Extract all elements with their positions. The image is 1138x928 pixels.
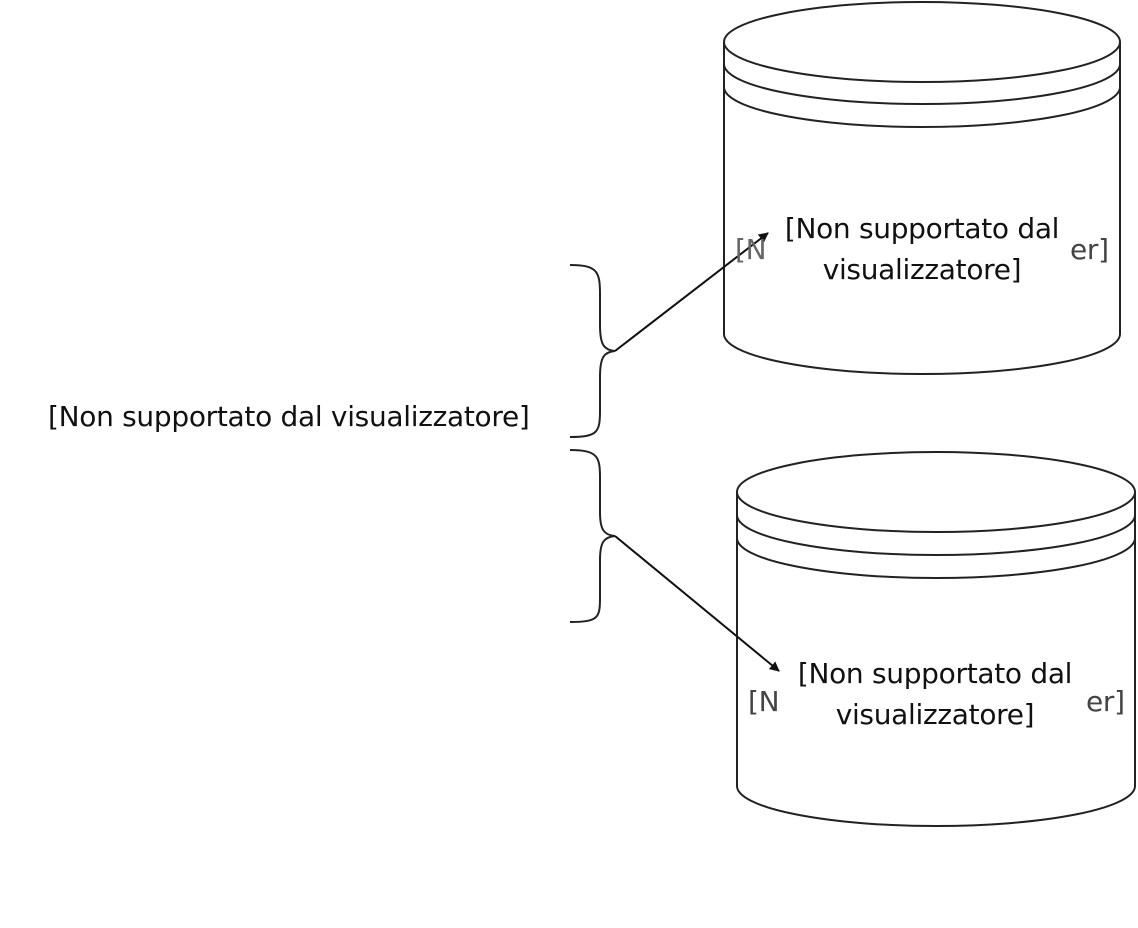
db-top-behind-left-fragment: [N [735, 233, 767, 266]
db-bottom-behind-left-fragment: [N [748, 685, 780, 718]
database-cylinder-top [723, 1, 1121, 375]
curly-brace-bottom [569, 449, 616, 623]
database-cylinder-bottom [736, 451, 1136, 827]
db-top-behind-right-fragment: er] [1070, 233, 1109, 266]
arrow-to-top-database [614, 232, 769, 352]
curly-brace-top [569, 264, 616, 438]
db-bottom-label-line2: visualizzatore] [835, 698, 1035, 731]
arrow-to-bottom-database [614, 535, 780, 672]
db-top-label-line2: visualizzatore] [822, 253, 1022, 286]
db-bottom-label-line1: [Non supportato dal [793, 654, 1077, 694]
db-top-label-line1: [Non supportato dal [780, 209, 1064, 249]
left-label: [Non supportato dal visualizzatore] [48, 400, 530, 433]
db-bottom-behind-right-fragment: er] [1086, 685, 1125, 718]
